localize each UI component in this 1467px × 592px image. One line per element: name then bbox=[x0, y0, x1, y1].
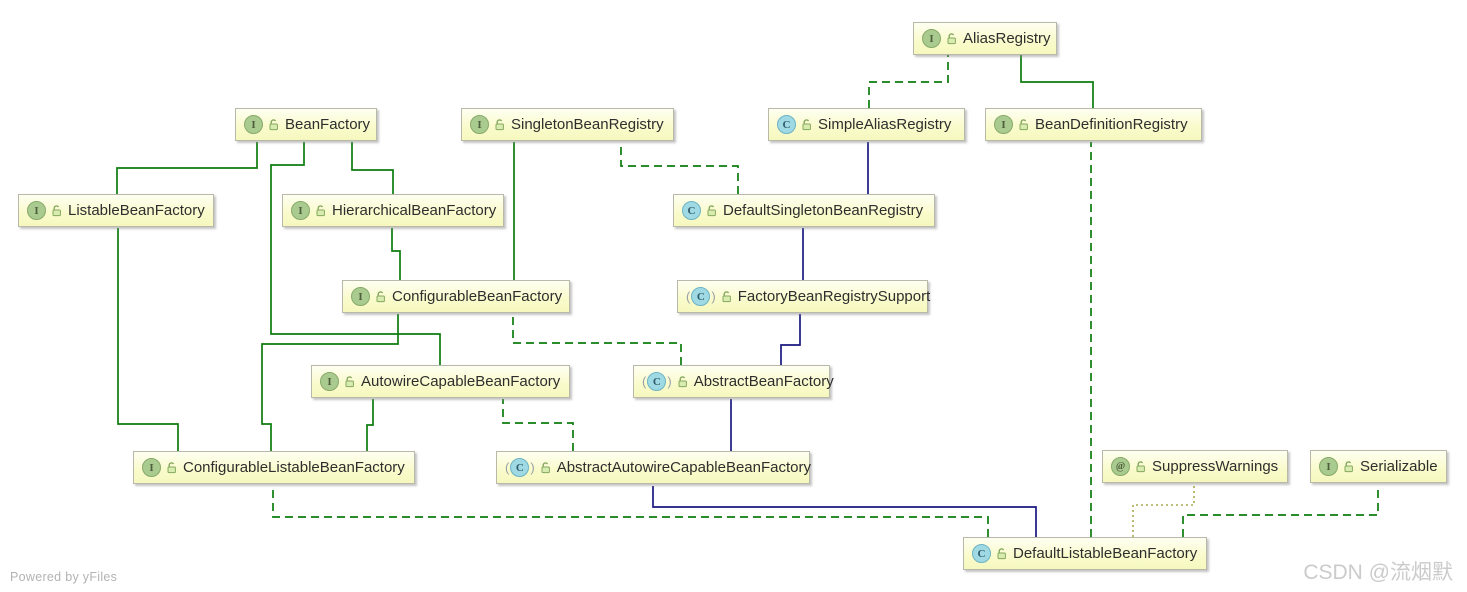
node-label: SingletonBeanRegistry bbox=[511, 116, 664, 133]
edge-defaultlistablebeanfactory-implements-serializable bbox=[1182, 485, 1379, 537]
edge-abstractbeanfactory-extends-factorybeanregistrysupport bbox=[780, 314, 801, 365]
public-lock-icon bbox=[344, 375, 356, 388]
node-default-singleton-bean-registry[interactable]: C DefaultSingletonBeanRegistry bbox=[673, 194, 935, 227]
edge-hierarchicalbeanfactory-extends-beanfactory bbox=[351, 142, 394, 194]
edge-abstractautowirecapablebeanfactory-implements-autowirecapablebeanfactory bbox=[502, 399, 574, 451]
edge-defaultlistablebeanfactory-implements-configurablelistablebeanfactory bbox=[272, 486, 989, 537]
node-label: Serializable bbox=[1360, 458, 1438, 475]
interface-icon: I bbox=[351, 287, 370, 306]
public-lock-icon bbox=[51, 204, 63, 217]
node-label: AliasRegistry bbox=[963, 30, 1051, 47]
node-label: DefaultListableBeanFactory bbox=[1013, 545, 1198, 562]
node-label: SimpleAliasRegistry bbox=[818, 116, 952, 133]
public-lock-icon bbox=[996, 547, 1008, 560]
interface-icon: I bbox=[27, 201, 46, 220]
public-lock-icon bbox=[677, 375, 689, 388]
node-abstract-autowire-capable-bean-factory[interactable]: C AbstractAutowireCapableBeanFactory bbox=[496, 451, 811, 484]
public-lock-icon bbox=[721, 290, 733, 303]
interface-icon: I bbox=[470, 115, 489, 134]
node-abstract-bean-factory[interactable]: C AbstractBeanFactory bbox=[633, 365, 834, 398]
edge-configurablelistablebeanfactory-extends-configurablebeanfactory bbox=[261, 314, 399, 451]
edge-listablebeanfactory-extends-beanfactory bbox=[116, 142, 258, 194]
powered-by-yfiles-label: Powered by yFiles bbox=[10, 570, 118, 584]
public-lock-icon bbox=[268, 118, 280, 131]
public-lock-icon bbox=[1018, 118, 1030, 131]
interface-icon: I bbox=[1319, 457, 1338, 476]
edge-abstractbeanfactory-implements-configurablebeanfactory bbox=[512, 314, 682, 365]
node-label: DefaultSingletonBeanRegistry bbox=[723, 202, 924, 219]
edge-simplealiasregistry-implements-aliasregistry bbox=[868, 55, 949, 108]
node-autowire-capable-bean-factory[interactable]: I AutowireCapableBeanFactory bbox=[311, 365, 570, 398]
node-alias-registry[interactable]: I AliasRegistry bbox=[913, 22, 1057, 55]
node-factory-bean-registry-support[interactable]: C FactoryBeanRegistrySupport bbox=[677, 280, 931, 313]
abstract-class-icon: C bbox=[505, 458, 535, 477]
public-lock-icon bbox=[801, 118, 813, 131]
node-singleton-bean-registry[interactable]: I SingletonBeanRegistry bbox=[461, 108, 674, 141]
node-suppress-warnings[interactable]: @ SuppressWarnings bbox=[1102, 450, 1288, 483]
node-serializable[interactable]: I Serializable bbox=[1310, 450, 1447, 483]
node-label: AutowireCapableBeanFactory bbox=[361, 373, 561, 390]
node-label: ConfigurableBeanFactory bbox=[392, 288, 563, 305]
interface-icon: I bbox=[922, 29, 941, 48]
node-configurable-listable-bean-factory[interactable]: I ConfigurableListableBeanFactory bbox=[133, 451, 415, 484]
node-label: HierarchicalBeanFactory bbox=[332, 202, 497, 219]
class-icon: C bbox=[972, 544, 991, 563]
public-lock-icon bbox=[1135, 460, 1147, 473]
interface-icon: I bbox=[142, 458, 161, 477]
node-label: SuppressWarnings bbox=[1152, 458, 1279, 475]
node-label: FactoryBeanRegistrySupport bbox=[737, 288, 931, 305]
annotation-icon: @ bbox=[1111, 457, 1130, 476]
node-label: AbstractAutowireCapableBeanFactory bbox=[556, 459, 811, 476]
node-label: ConfigurableListableBeanFactory bbox=[183, 459, 405, 476]
node-hierarchical-bean-factory[interactable]: I HierarchicalBeanFactory bbox=[282, 194, 504, 227]
node-default-listable-bean-factory[interactable]: C DefaultListableBeanFactory bbox=[963, 537, 1207, 570]
public-lock-icon bbox=[540, 461, 552, 474]
edge-configurablelistablebeanfactory-extends-listablebeanfactory bbox=[117, 228, 179, 451]
node-label: AbstractBeanFactory bbox=[693, 373, 834, 390]
class-icon: C bbox=[682, 201, 701, 220]
public-lock-icon bbox=[946, 32, 958, 45]
edge-autowirecapablebeanfactory-extends-beanfactory bbox=[270, 142, 441, 365]
public-lock-icon bbox=[315, 204, 327, 217]
public-lock-icon bbox=[166, 461, 178, 474]
edge-beandefinitionregistry-extends-aliasregistry bbox=[1020, 55, 1094, 108]
interface-icon: I bbox=[994, 115, 1013, 134]
node-label: BeanDefinitionRegistry bbox=[1035, 116, 1188, 133]
node-listable-bean-factory[interactable]: I ListableBeanFactory bbox=[18, 194, 214, 227]
abstract-class-icon: C bbox=[642, 372, 672, 391]
node-bean-factory[interactable]: I BeanFactory bbox=[235, 108, 377, 141]
interface-icon: I bbox=[291, 201, 310, 220]
public-lock-icon bbox=[706, 204, 718, 217]
abstract-class-icon: C bbox=[686, 287, 716, 306]
edge-configurablelistablebeanfactory-extends-autowirecapablebeanfactory bbox=[366, 399, 374, 451]
node-bean-definition-registry[interactable]: I BeanDefinitionRegistry bbox=[985, 108, 1202, 141]
node-label: ListableBeanFactory bbox=[68, 202, 205, 219]
edge-configurablebeanfactory-extends-hierarchicalbeanfactory bbox=[391, 228, 401, 280]
node-label: BeanFactory bbox=[285, 116, 371, 133]
csdn-watermark: CSDN @流烟默 bbox=[1303, 561, 1453, 584]
interface-icon: I bbox=[244, 115, 263, 134]
class-icon: C bbox=[777, 115, 796, 134]
node-simple-alias-registry[interactable]: C SimpleAliasRegistry bbox=[768, 108, 965, 141]
interface-icon: I bbox=[320, 372, 339, 391]
public-lock-icon bbox=[375, 290, 387, 303]
public-lock-icon bbox=[1343, 460, 1355, 473]
edge-defaultlistablebeanfactory-extends-abstractautowirecapablebeanfactory bbox=[652, 486, 1037, 537]
node-configurable-bean-factory[interactable]: I ConfigurableBeanFactory bbox=[342, 280, 570, 313]
edge-defaultsingletonbeanregistry-implements-singletonbeanregistry bbox=[620, 142, 739, 194]
edge-defaultlistablebeanfactory-annotated-suppresswarnings bbox=[1132, 484, 1195, 537]
public-lock-icon bbox=[494, 118, 506, 131]
